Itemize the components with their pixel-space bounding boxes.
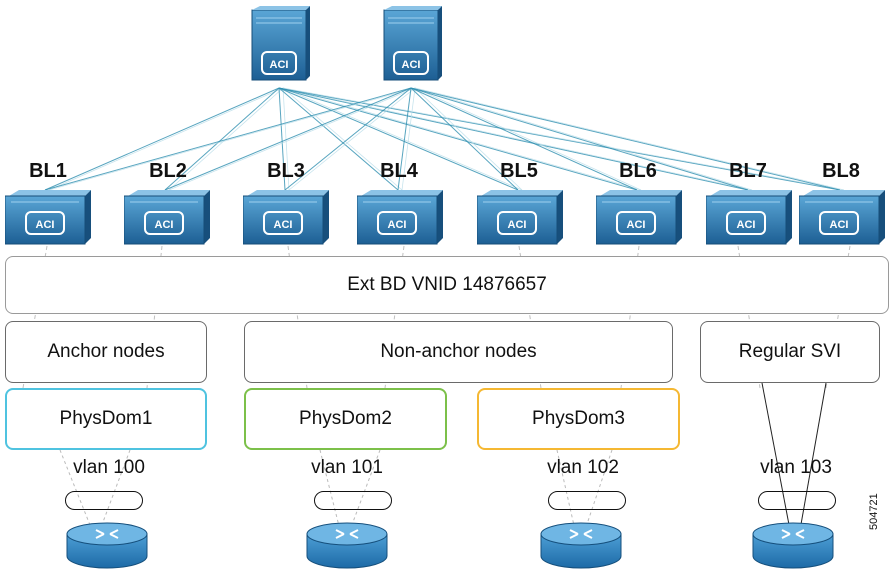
aci-switch-icon: ACI <box>476 190 563 245</box>
bl1-label: BL1 <box>29 160 67 182</box>
bl5-label: BL5 <box>500 160 538 182</box>
router-2[interactable] <box>306 522 388 575</box>
router-icon <box>306 522 388 569</box>
svg-text:ACI: ACI <box>830 219 849 231</box>
port-channel-102 <box>548 491 626 510</box>
svg-text:ACI: ACI <box>402 59 421 71</box>
non-anchor-nodes-label: Non-anchor nodes <box>380 341 537 362</box>
anchor-nodes-box: Anchor nodes <box>5 321 207 383</box>
regular-svi-label: Regular SVI <box>738 341 842 362</box>
vlan-101-label: vlan 101 <box>311 457 383 478</box>
vlan-103-label: vlan 103 <box>760 457 832 478</box>
border-leaf-switch-8[interactable]: ACI <box>798 190 887 251</box>
port-channel-103 <box>758 491 836 510</box>
svg-text:ACI: ACI <box>270 59 289 71</box>
bl8-label: BL8 <box>822 160 860 182</box>
svg-text:ACI: ACI <box>155 219 174 231</box>
router-3[interactable] <box>540 522 622 575</box>
router-icon <box>66 522 148 569</box>
spine-uplinks <box>44 87 845 191</box>
physdom2-box: PhysDom2 <box>244 388 447 450</box>
port-channel-100 <box>65 491 143 510</box>
aci-switch-icon: ACI <box>123 190 210 245</box>
border-leaf-switch-3[interactable]: ACI <box>242 190 331 251</box>
aci-switch-icon: ACI <box>595 190 682 245</box>
ext-bd-box: Ext BD VNID 14876657 <box>5 256 889 314</box>
svg-text:ACI: ACI <box>388 219 407 231</box>
spine-switch-1[interactable]: ACI <box>248 6 310 95</box>
router-4[interactable] <box>752 522 834 575</box>
border-leaf-switch-5[interactable]: ACI <box>476 190 565 251</box>
anchor-nodes-label: Anchor nodes <box>47 341 165 362</box>
ext-bd-label: Ext BD VNID 14876657 <box>347 274 547 295</box>
svi-links <box>761 382 827 531</box>
physdom1-box: PhysDom1 <box>5 388 207 450</box>
spine-switch-2[interactable]: ACI <box>380 6 442 95</box>
vlan-100-label: vlan 100 <box>73 457 145 478</box>
svg-text:ACI: ACI <box>627 219 646 231</box>
physdom2-label: PhysDom2 <box>299 408 392 429</box>
vlan-102-label: vlan 102 <box>547 457 619 478</box>
bl3-label: BL3 <box>267 160 305 182</box>
bl6-label: BL6 <box>619 160 657 182</box>
aci-switch-icon: ACI <box>798 190 885 245</box>
border-leaf-switch-2[interactable]: ACI <box>123 190 212 251</box>
aci-switch-icon: ACI <box>4 190 91 245</box>
non-anchor-nodes-box: Non-anchor nodes <box>244 321 673 383</box>
border-leaf-switch-7[interactable]: ACI <box>705 190 794 251</box>
physdom1-label: PhysDom1 <box>59 408 153 429</box>
aci-switch-icon: ACI <box>383 6 442 81</box>
port-channel-101 <box>314 491 392 510</box>
bl4-label: BL4 <box>380 160 418 182</box>
bl2-label: BL2 <box>149 160 187 182</box>
aci-switch-icon: ACI <box>356 190 443 245</box>
aci-switch-icon: ACI <box>251 6 310 81</box>
aci-switch-icon: ACI <box>705 190 792 245</box>
router-1[interactable] <box>66 522 148 575</box>
border-leaf-switch-1[interactable]: ACI <box>4 190 93 251</box>
svg-text:ACI: ACI <box>508 219 527 231</box>
svg-text:ACI: ACI <box>737 219 756 231</box>
physdom3-box: PhysDom3 <box>477 388 680 450</box>
svg-text:ACI: ACI <box>274 219 293 231</box>
bl7-label: BL7 <box>729 160 767 182</box>
svg-text:ACI: ACI <box>36 219 55 231</box>
regular-svi-box: Regular SVI <box>700 321 880 383</box>
aci-switch-icon: ACI <box>242 190 329 245</box>
physdom3-label: PhysDom3 <box>532 408 625 429</box>
router-icon <box>752 522 834 569</box>
figure-id: 504721 <box>868 493 880 530</box>
border-leaf-switch-4[interactable]: ACI <box>356 190 445 251</box>
router-icon <box>540 522 622 569</box>
border-leaf-switch-6[interactable]: ACI <box>595 190 684 251</box>
